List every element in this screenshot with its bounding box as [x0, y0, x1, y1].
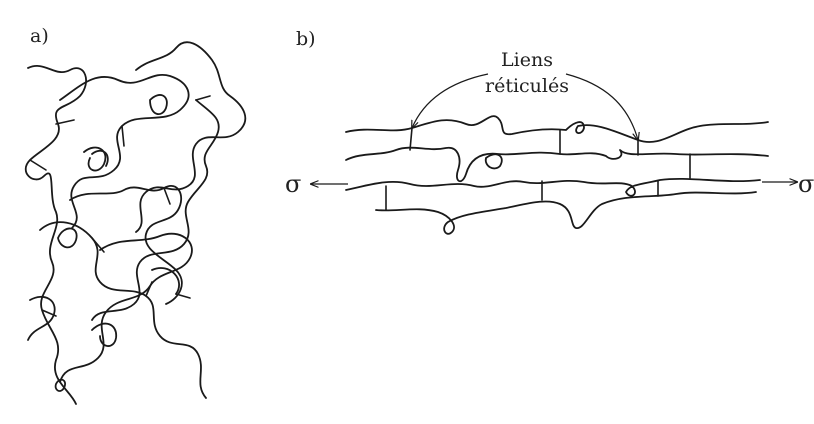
crosslink	[56, 120, 74, 124]
crosslink	[196, 96, 210, 100]
crosslink	[122, 126, 124, 146]
annotation-line-2: réticulés	[485, 75, 569, 97]
polymer-chain	[92, 100, 219, 320]
panel-a: a)	[26, 25, 246, 404]
polymer-chain	[346, 148, 768, 182]
polymer-chain	[136, 42, 245, 232]
polymer-chain	[486, 154, 502, 168]
crosslink	[164, 188, 170, 204]
panel-b: b) Liens réticulés σ σ	[285, 28, 814, 234]
polymer-chain	[92, 95, 167, 166]
polymer-chain	[28, 297, 65, 391]
panel-b-crosslinks	[386, 128, 690, 210]
crosslink	[410, 128, 412, 150]
polymer-chain	[346, 116, 768, 142]
polymer-chain	[58, 228, 179, 346]
panel-b-label: b)	[296, 28, 316, 50]
polymer-chain	[376, 192, 756, 234]
panel-a-label: a)	[30, 25, 49, 47]
panel-a-chains	[26, 42, 246, 404]
crosslink	[30, 160, 46, 170]
polymer-chain	[70, 148, 182, 304]
annotation-line-1: Liens	[501, 49, 553, 71]
stress-symbol-right: σ	[798, 170, 814, 198]
stress-symbol-left: σ	[285, 170, 301, 198]
panel-b-chains	[346, 116, 768, 234]
